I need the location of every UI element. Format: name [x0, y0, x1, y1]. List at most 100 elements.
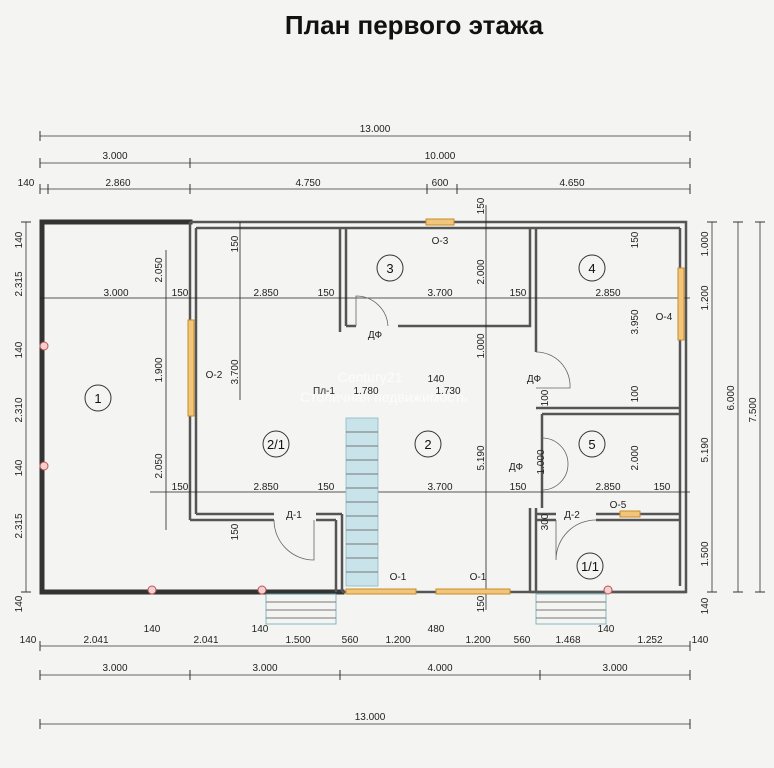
- bot-dim-140-e: 140: [692, 635, 709, 646]
- door-d1-label: Д-1: [286, 510, 302, 521]
- element-labels: О-1 О-1 О-2 О-3 О-4 О-5 Д-1 Д-2 ДФ ДФ ДФ…: [206, 236, 673, 583]
- right-dim-1500: 1.500: [700, 541, 711, 566]
- room-2-1-label: 2/1: [267, 437, 285, 452]
- room-1-1-label: 1/1: [581, 559, 599, 574]
- watermark-brand: Century21: [338, 369, 403, 385]
- door-df-label-a: ДФ: [368, 330, 383, 341]
- bot-dim-140-b: 140: [144, 624, 161, 635]
- left-dimensions: 140 2.315 140 2.310 140 2.315 140: [14, 221, 31, 612]
- dim-top-2860: 2.860: [105, 178, 130, 189]
- room-4-label: 4: [588, 261, 595, 276]
- in-dim-2850-a: 2.850: [253, 288, 278, 299]
- in-dim-b-150-d: 150: [654, 482, 671, 493]
- room-markers: 1 2/1 2 3 4 5 1/1: [84, 254, 606, 580]
- in-v-150-e: 150: [476, 595, 487, 612]
- bot-dim-1200-a: 1.200: [385, 635, 410, 646]
- watermark-company: Столичная недвижимость: [300, 389, 468, 405]
- in-v-1000: 1.000: [476, 333, 487, 358]
- right-dim-7500: 7.500: [748, 397, 759, 422]
- in-dim-150-b: 150: [318, 288, 335, 299]
- in-dim-b-150-a: 150: [172, 482, 189, 493]
- in-v-2000-a: 2.000: [476, 259, 487, 284]
- inner-dimensions: 3.000 150 2.850 150 3.700 150 2.850 150 …: [103, 197, 670, 612]
- dim-top-140: 140: [18, 178, 35, 189]
- window-o1-label-a: О-1: [390, 572, 407, 583]
- room-5-label: 5: [588, 437, 595, 452]
- bottom-dimensions: 140 2.041 140 2.041 140 1.500 560 1.200 …: [20, 624, 709, 729]
- in-v-150-c: 150: [476, 197, 487, 214]
- in-dim-150-c: 150: [510, 288, 527, 299]
- right-dimensions: 1.000 1.200 5.190 1.500 140 6.000 7.500: [700, 221, 765, 614]
- window-o4-label: О-4: [656, 312, 673, 323]
- room-3-label: 3: [386, 261, 393, 276]
- dim-top-10000: 10.000: [425, 151, 456, 162]
- in-dim-b-3700: 3.700: [427, 482, 452, 493]
- bot-dim-560-a: 560: [342, 635, 359, 646]
- grid-lines: [40, 205, 690, 610]
- in-v-100-a: 100: [630, 385, 641, 402]
- bot-dim-560-b: 560: [514, 635, 531, 646]
- dim-top-4750: 4.750: [295, 178, 320, 189]
- bot-dim-2041-b: 2.041: [193, 635, 218, 646]
- in-dim-140: 140: [428, 374, 445, 385]
- doors: [273, 295, 597, 561]
- bot-dim-140-d: 140: [598, 624, 615, 635]
- in-v-150-a: 150: [230, 235, 241, 252]
- bot-dim-480: 480: [428, 624, 445, 635]
- in-v-2050-a: 2.050: [154, 257, 165, 282]
- dim-top-4650: 4.650: [559, 178, 584, 189]
- in-v-5190: 5.190: [476, 445, 487, 470]
- in-v-2050-b: 2.050: [154, 453, 165, 478]
- floor-label: Пл-1: [313, 386, 335, 397]
- in-dim-b-150-c: 150: [510, 482, 527, 493]
- right-dim-5190: 5.190: [700, 437, 711, 462]
- bot-dim-1252: 1.252: [637, 635, 662, 646]
- in-v-150-b: 150: [230, 523, 241, 540]
- room-1-label: 1: [94, 391, 101, 406]
- dim-top-600: 600: [432, 178, 449, 189]
- in-dim-b-150-b: 150: [318, 482, 335, 493]
- window-o5-label: О-5: [610, 500, 627, 511]
- room-2-label: 2: [424, 437, 431, 452]
- dim-overall-bottom: 13.000: [355, 712, 386, 723]
- in-dim-1780: 1.780: [353, 386, 378, 397]
- in-v-1900: 1.900: [154, 357, 165, 382]
- window-o2-label: О-2: [206, 370, 223, 381]
- right-dim-1000: 1.000: [700, 231, 711, 256]
- terrace-posts: [39, 341, 613, 595]
- door-df-label-c: ДФ: [509, 462, 524, 473]
- in-v-3950: 3.950: [630, 309, 641, 334]
- bot-dim-4000: 4.000: [427, 663, 452, 674]
- door-df-label-b: ДФ: [527, 374, 542, 385]
- door-d2-label: Д-2: [564, 510, 580, 521]
- top-dimensions: 13.000 3.000 10.000 140 2.860 4.750 600 …: [18, 124, 691, 194]
- dim-overall-top: 13.000: [360, 124, 391, 135]
- in-dim-3700-a: 3.700: [427, 288, 452, 299]
- left-dim-2315-b: 2.315: [14, 513, 25, 538]
- in-dim-2850-b: 2.850: [595, 288, 620, 299]
- bot-dim-1200-b: 1.200: [465, 635, 490, 646]
- in-v-150-d: 150: [630, 231, 641, 248]
- in-v-2000-b: 2.000: [630, 445, 641, 470]
- left-dim-140-b: 140: [14, 341, 25, 358]
- dim-top-3000: 3.000: [102, 151, 127, 162]
- left-dim-2315-a: 2.315: [14, 271, 25, 296]
- in-v-300: 300: [540, 513, 551, 530]
- bot-dim-2041-a: 2.041: [83, 635, 108, 646]
- in-dim-b-2850-a: 2.850: [253, 482, 278, 493]
- bot-dim-3000-b: 3.000: [252, 663, 277, 674]
- in-v-3700: 3.700: [230, 359, 241, 384]
- windows: [187, 218, 685, 595]
- window-o1-label-b: О-1: [470, 572, 487, 583]
- bot-dim-140-c: 140: [252, 624, 269, 635]
- stairs: [265, 417, 607, 625]
- bot-dim-1500: 1.500: [285, 635, 310, 646]
- bot-dim-3000-a: 3.000: [102, 663, 127, 674]
- in-v-1000-b: 1.000: [536, 449, 547, 474]
- bot-dim-3000-c: 3.000: [602, 663, 627, 674]
- bot-dim-140-a: 140: [20, 635, 37, 646]
- in-dim-150-a: 150: [172, 288, 189, 299]
- window-o3-label: О-3: [432, 236, 449, 247]
- in-dim-b-2850-b: 2.850: [595, 482, 620, 493]
